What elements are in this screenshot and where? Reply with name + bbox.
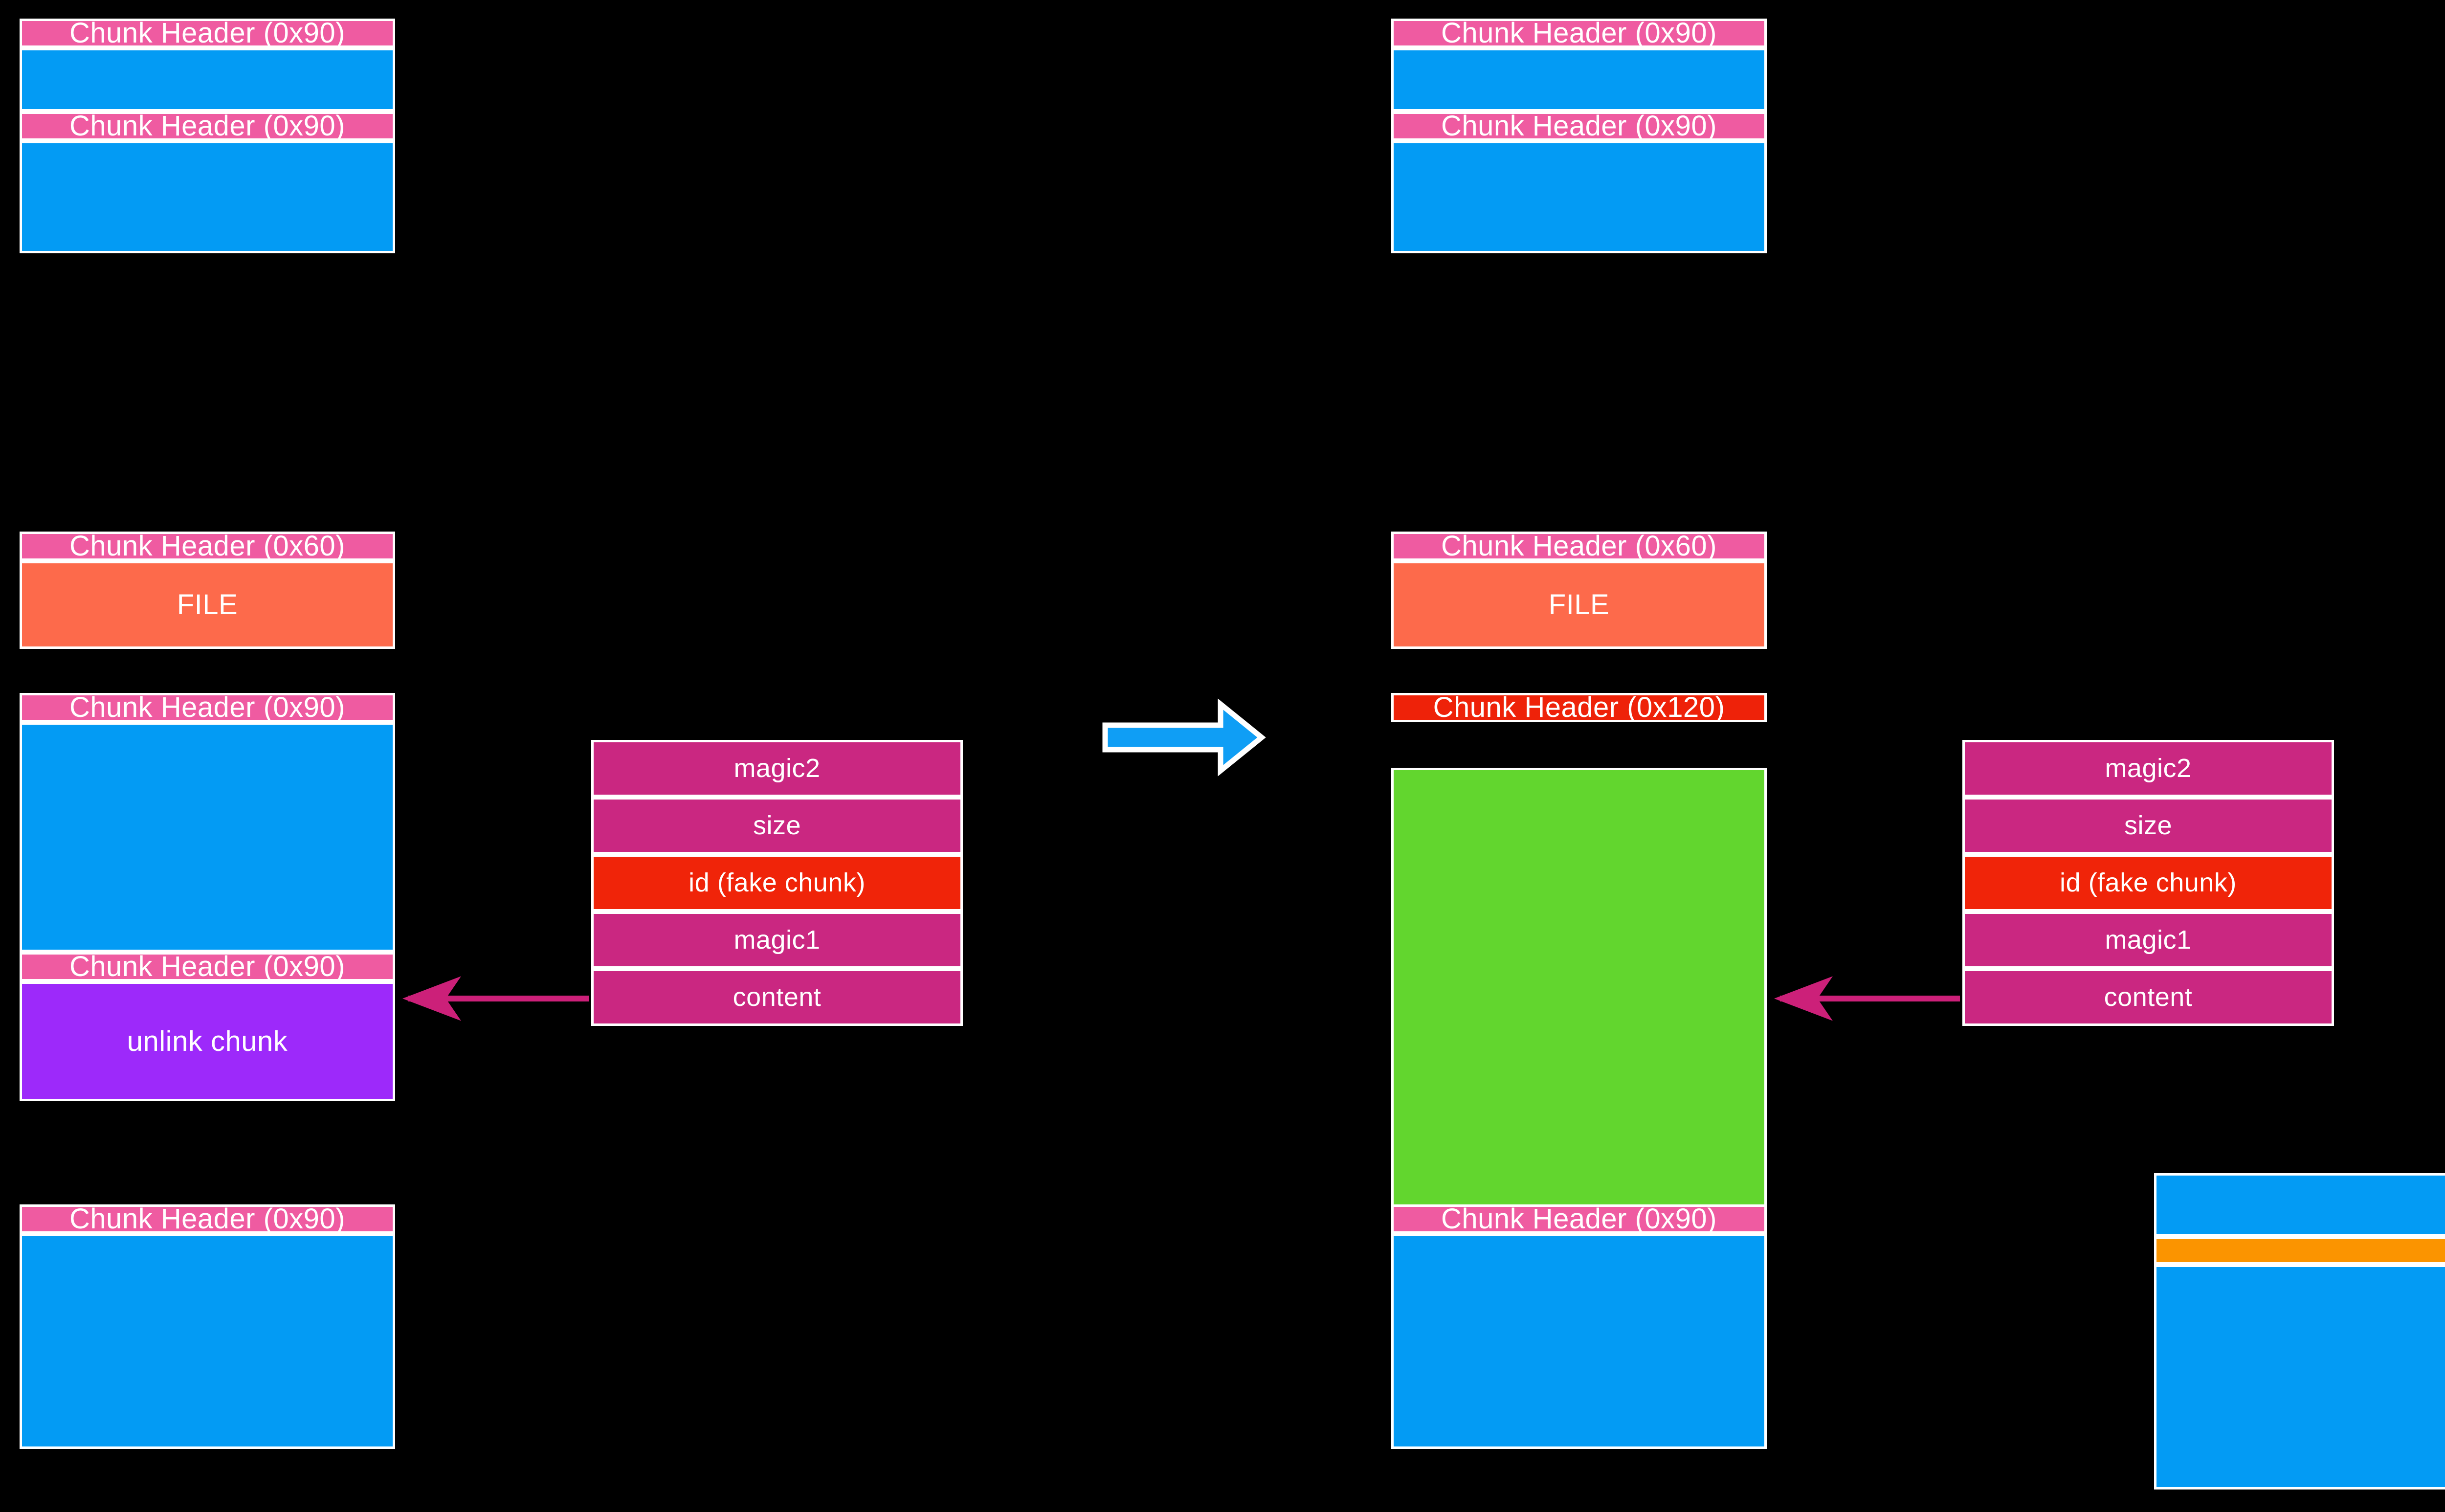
overflow-green-block — [1391, 768, 1767, 1208]
table-row-size: size — [1962, 797, 2334, 854]
table-row-content: content — [1962, 969, 2334, 1026]
file-block: FILE — [1391, 561, 1767, 649]
table-row-magic2: magic2 — [591, 740, 963, 797]
chunk-data-block — [20, 722, 395, 952]
table-row-magic1: magic1 — [1962, 912, 2334, 969]
chunk-header-block: Chunk Header (0x90) — [20, 19, 395, 48]
chunk-header-block: Chunk Header (0x90) — [1391, 19, 1767, 48]
chunk-header-block: Chunk Header (0x90) — [1391, 111, 1767, 141]
chunk-header-block: Chunk Header (0x60) — [1391, 532, 1767, 561]
table-row-id-fake-chunk: id (fake chunk) — [1962, 854, 2334, 912]
free-chunk-link-stripe — [2154, 1237, 2445, 1265]
chunk-header-block: Chunk Header (0x60) — [20, 532, 395, 561]
chunk-header-block: Chunk Header (0x90) — [1391, 1204, 1767, 1234]
chunk-header-block: Chunk Header (0x90) — [20, 693, 395, 722]
free-chunk-data-bottom — [2154, 1265, 2445, 1490]
table-row-content: content — [591, 969, 963, 1026]
chunk-header-block: Chunk Header (0x90) — [20, 1204, 395, 1234]
chunk-data-block — [20, 48, 395, 111]
chunk-data-block — [1391, 1234, 1767, 1449]
free-chunk-data-top — [2154, 1173, 2445, 1237]
unlink-chunk-block: unlink chunk — [20, 981, 395, 1101]
chunk-data-block — [20, 141, 395, 253]
table-row-magic2: magic2 — [1962, 740, 2334, 797]
chunk-data-block — [1391, 141, 1767, 253]
table-row-id-fake-chunk: id (fake chunk) — [591, 854, 963, 912]
fake-chunk-header-block: Chunk Header (0x120) — [1391, 693, 1767, 722]
file-block: FILE — [20, 561, 395, 649]
chunk-header-block: Chunk Header (0x90) — [20, 952, 395, 981]
chunk-data-block — [20, 1234, 395, 1449]
table-row-size: size — [591, 797, 963, 854]
chunk-header-block: Chunk Header (0x90) — [20, 111, 395, 141]
table-row-magic1: magic1 — [591, 912, 963, 969]
stage1-to-stage2-arrow — [1102, 698, 1266, 777]
chunk-data-block — [1391, 48, 1767, 111]
